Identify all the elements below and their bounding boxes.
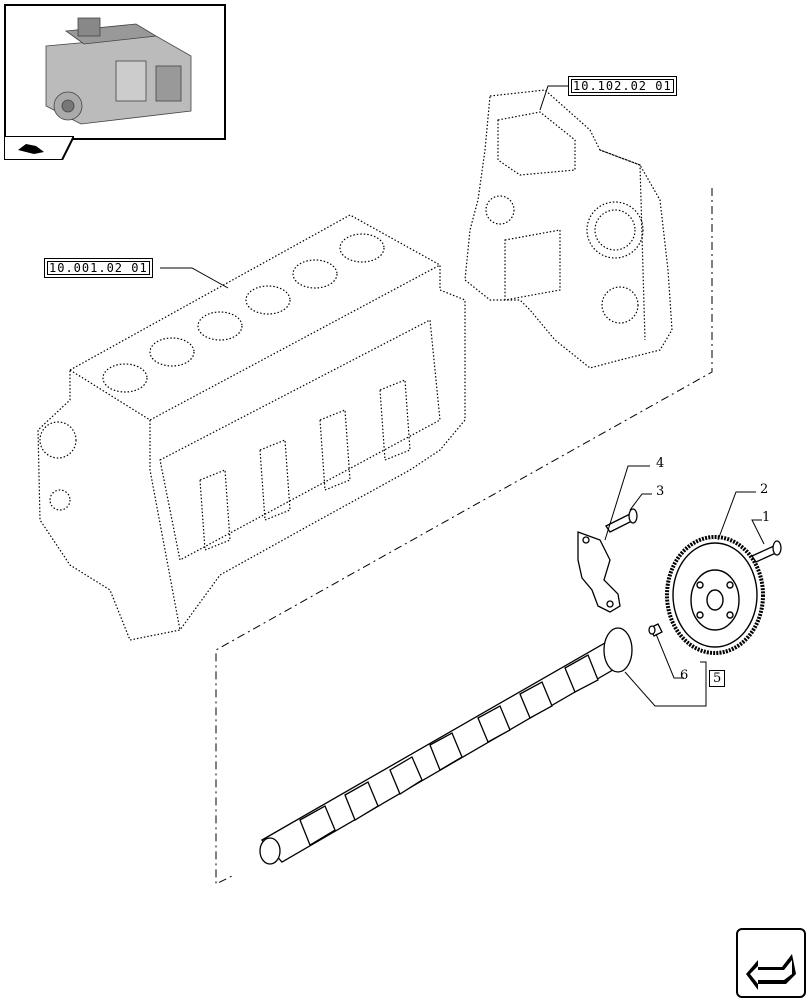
engine-thumbnail[interactable] xyxy=(4,4,226,140)
pin-part-6 xyxy=(648,623,663,637)
callout-3: 3 xyxy=(656,484,665,499)
reference-timing-case-label: 10.102.02 01 xyxy=(573,79,672,93)
reference-engine-block[interactable]: 10.001.02 01 xyxy=(44,258,153,278)
bolt-part-3 xyxy=(605,508,638,533)
camshaft-part-5 xyxy=(259,627,633,865)
navigation-button[interactable] xyxy=(736,928,806,998)
bolt-part-1 xyxy=(751,540,782,563)
camshaft-gear-part-2 xyxy=(665,535,765,655)
callout-1: 1 xyxy=(762,510,771,525)
engine-thumbnail-icon xyxy=(4,136,74,160)
callout-2: 2 xyxy=(760,482,769,497)
callout-4: 4 xyxy=(656,456,665,471)
engine-block-drawing xyxy=(37,214,466,641)
thumbnail-tab[interactable] xyxy=(4,136,74,160)
callout-5: 5 xyxy=(709,670,726,687)
engine-thumbnail-icon xyxy=(45,17,192,125)
callout-6: 6 xyxy=(680,668,689,683)
timing-case-drawing xyxy=(464,89,673,369)
return-arrow-icon xyxy=(746,954,796,990)
thrust-plate-part-4 xyxy=(577,531,621,613)
reference-engine-block-label: 10.001.02 01 xyxy=(49,261,148,275)
reference-timing-case[interactable]: 10.102.02 01 xyxy=(568,76,677,96)
